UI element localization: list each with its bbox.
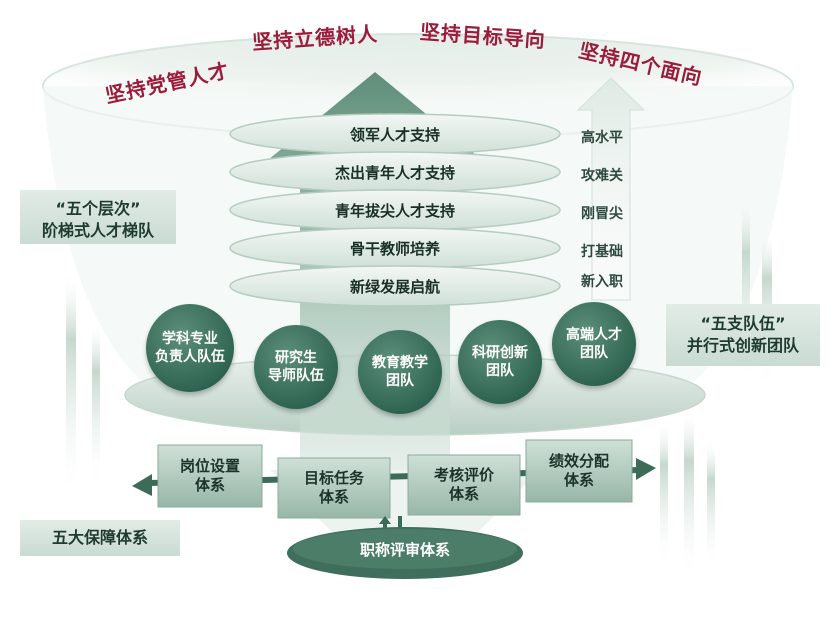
tier-1-side-label: 高水平	[581, 130, 623, 146]
system-label: 绩效分配 体系	[548, 452, 609, 489]
system-label: 考核评价 体系	[433, 466, 494, 503]
team-label: 高端人才 团队	[566, 327, 622, 361]
tier-4-label: 骨干教师培养	[349, 240, 440, 258]
team-label: 教育教学 团队	[372, 355, 428, 389]
tier-3-label: 青年拔尖人才支持	[334, 202, 455, 220]
five-safeguards-box: 五大保障体系	[20, 520, 180, 556]
tier-1-label: 领军人才支持	[349, 126, 440, 144]
system-assessment: 考核评价 体系	[408, 455, 520, 515]
team-circle-discipline-leaders: 学科专业 负责人队伍	[146, 304, 234, 392]
team-label: 科研创新 团队	[472, 345, 528, 379]
system-label: 岗位设置 体系	[179, 457, 240, 494]
five-teams-box: “五支队伍” 并行式创新团队	[666, 304, 820, 366]
team-circle-research: 科研创新 团队	[458, 320, 542, 404]
team-circle-teaching: 教育教学 团队	[358, 330, 442, 414]
tier-5-side-label: 新入职	[581, 274, 623, 290]
title-evaluation-label: 职称评审体系	[359, 541, 450, 559]
five-levels-subtitle: 阶梯式人才梯队	[41, 221, 154, 240]
system-target-tasks: 目标任务 体系	[278, 458, 390, 518]
system-label: 目标任务 体系	[303, 469, 364, 506]
system-performance-pay: 绩效分配 体系	[526, 440, 632, 502]
team-label: 研究生 导师队伍	[268, 350, 324, 384]
tier-2-label: 杰出青年人才支持	[334, 164, 455, 182]
tier-3-side-label: 刚冒尖	[581, 206, 623, 222]
team-label: 学科专业 负责人队伍	[155, 331, 225, 365]
tier-2-side-label: 攻难关	[581, 168, 623, 184]
tier-5-label: 新绿发展启航	[349, 278, 440, 296]
system-post-setting: 岗位设置 体系	[158, 445, 262, 507]
five-levels-box: “五个层次” 阶梯式人才梯队	[20, 190, 176, 244]
team-circle-high-end-talent: 高端人才 团队	[552, 302, 636, 386]
five-teams-title: “五支队伍”	[700, 314, 786, 333]
five-levels-title: “五个层次”	[55, 199, 141, 218]
five-safeguards-label: 五大保障体系	[51, 528, 148, 547]
tier-4-side-label: 打基础	[581, 244, 623, 260]
team-circle-grad-advisors: 研究生 导师队伍	[254, 325, 338, 409]
five-teams-subtitle: 并行式创新团队	[686, 336, 799, 355]
title-evaluation-system: 职称评审体系	[287, 539, 523, 560]
